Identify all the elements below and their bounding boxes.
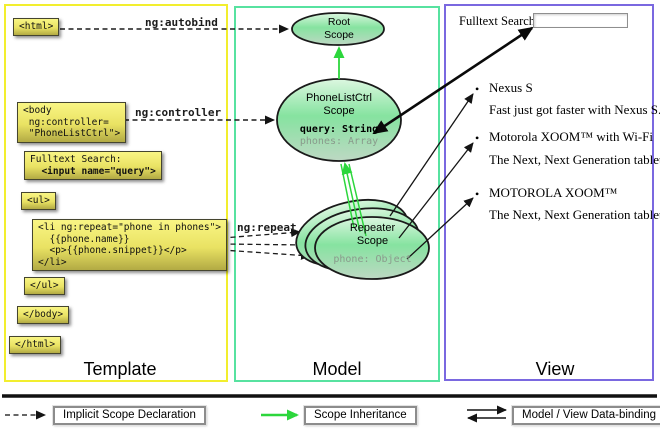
- view-item-name: Motorola XOOM™ with Wi-Fi: [489, 129, 654, 144]
- view-item-name: MOTOROLA XOOM™: [489, 185, 618, 200]
- plc-prop-phones: phones: Array: [299, 136, 379, 147]
- legend-scope-inheritance: Scope Inheritance: [303, 405, 418, 426]
- code-line: </body>: [23, 309, 64, 320]
- code-body-close: </body>: [17, 306, 70, 324]
- code-line: <li ng:repeat="phone in phones">: [38, 222, 222, 233]
- code-li-repeat: <li ng:repeat="phone in phones"> {{phone…: [32, 219, 228, 271]
- repeater-scope-line2: Scope: [356, 234, 389, 247]
- ng-controller-label: ng:controller: [135, 106, 222, 119]
- view-column-label: View: [535, 359, 575, 379]
- ng-autobind-label: ng:autobind: [145, 16, 218, 29]
- code-line: <body: [23, 105, 52, 116]
- code-fulltext-search: Fulltext Search: <input name="query">: [24, 151, 162, 180]
- code-line: <p>{{phone.snippet}}</p>: [38, 245, 187, 256]
- plc-prop-query: query: String: [299, 124, 379, 135]
- code-html-open: <html>: [13, 18, 60, 36]
- repeater-prop-phone: phone: Object: [333, 254, 412, 265]
- model-column-label: Model: [312, 359, 362, 379]
- repeater-scope-line1: Repeater: [349, 222, 396, 234]
- code-line: {{phone.name}}: [38, 233, 130, 245]
- code-line: ng:controller=: [23, 116, 109, 128]
- view-item-name: Nexus S: [489, 80, 533, 95]
- root-scope-line1: Root: [327, 16, 351, 28]
- ng-repeat-label: ng:repeat: [237, 221, 297, 234]
- bullet-icon: •: [475, 187, 480, 201]
- plc-scope-line2: Scope: [323, 104, 355, 117]
- view-item-desc: Fast just got faster with Nexus S.: [489, 102, 660, 117]
- legend-implicit-scope: Implicit Scope Declaration: [52, 405, 207, 426]
- root-scope-line2: Scope: [324, 28, 354, 41]
- search-input[interactable]: [533, 13, 628, 28]
- code-line: <ul>: [27, 195, 50, 206]
- code-html-open-text: <html>: [19, 21, 54, 32]
- plc-scope-line1: PhoneListCtrl: [305, 92, 373, 104]
- code-line: Fulltext Search:: [30, 154, 122, 165]
- code-html-close: </html>: [9, 336, 62, 354]
- view-item-desc: The Next, Next Generation tablet.: [489, 152, 660, 167]
- code-ul-close: </ul>: [24, 277, 65, 295]
- code-line: <input name="query">: [30, 165, 156, 177]
- legend-databinding: Model / View Data-binding: [510, 405, 660, 426]
- bullet-icon: •: [475, 131, 480, 145]
- code-line: "PhoneListCtrl">: [23, 128, 121, 139]
- model-column: [234, 6, 440, 382]
- code-ul-open: <ul>: [21, 192, 56, 210]
- code-line: </html>: [15, 339, 56, 350]
- code-body-open: <body ng:controller= "PhoneListCtrl">: [17, 102, 127, 143]
- code-line: </li>: [38, 256, 67, 268]
- bullet-icon: •: [475, 82, 480, 96]
- view-search-label: Fulltext Search:: [459, 14, 539, 28]
- code-line: </ul>: [30, 280, 59, 291]
- template-column-label: Template: [83, 359, 157, 379]
- view-item-desc: The Next, Next Generation tablet.: [489, 207, 660, 222]
